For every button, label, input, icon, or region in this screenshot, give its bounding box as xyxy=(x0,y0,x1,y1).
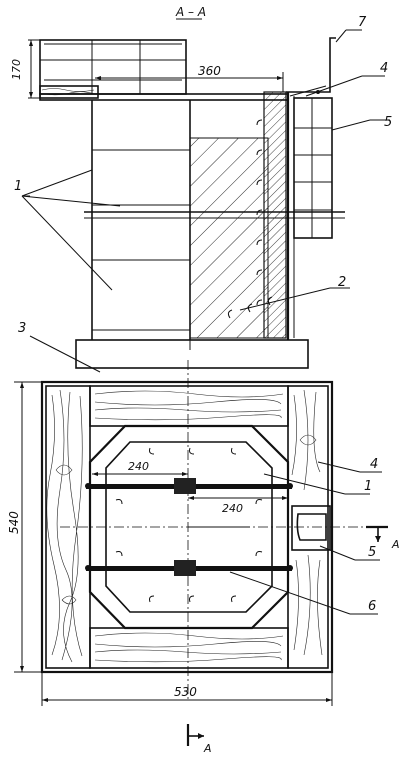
dim-bar-2: 240 xyxy=(188,496,288,515)
section-view: А – А 170 360 xyxy=(10,5,392,373)
plan-leaders xyxy=(229,461,382,615)
callout-7: 7 xyxy=(358,15,367,30)
inner-frame xyxy=(88,424,290,630)
dim-bar-1: 240 xyxy=(92,460,188,476)
callout-5: 5 xyxy=(384,115,392,130)
base-slab xyxy=(75,339,309,369)
dim-top-height: 170 xyxy=(10,39,40,99)
callout-3: 3 xyxy=(18,321,26,336)
plan-callout-5: 5 xyxy=(368,545,376,560)
concrete-section xyxy=(189,91,287,339)
section-leaders xyxy=(21,29,390,373)
callout-4: 4 xyxy=(380,61,388,76)
plan-callout-6: 6 xyxy=(368,599,376,614)
upper-formwork-frame xyxy=(39,39,187,99)
dim-plan-height: 540 xyxy=(7,381,42,673)
dim-bar-2-label: 240 xyxy=(222,502,243,515)
plan-callout-4: 4 xyxy=(370,457,378,472)
callout-2: 2 xyxy=(338,275,346,290)
callout-1: 1 xyxy=(14,179,22,194)
dim-plan-height-label: 540 xyxy=(7,511,21,534)
bottom-wood-board xyxy=(89,627,289,669)
plan-callout-1: 1 xyxy=(364,479,372,494)
dim-top-height-label: 170 xyxy=(10,59,23,80)
plan-view: 240 240 540 530 xyxy=(7,360,400,755)
tie-bar-upper xyxy=(85,478,293,494)
dim-bar-1-label: 240 xyxy=(128,460,149,473)
tie-bar-lower xyxy=(85,560,293,576)
side-panel xyxy=(286,37,336,340)
dim-plan-width-label: 530 xyxy=(174,685,197,699)
dim-top-width: 360 xyxy=(95,64,284,92)
dim-top-width-label: 360 xyxy=(198,64,221,78)
section-mark-bottom: A xyxy=(186,724,212,755)
section-mark-right: A xyxy=(366,525,400,551)
cap-beam xyxy=(39,93,289,101)
dim-plan-width: 530 xyxy=(41,672,333,706)
section-title: А – А xyxy=(175,5,206,19)
section-mark-right-label: A xyxy=(391,538,400,551)
side-opening xyxy=(291,505,331,551)
top-wood-board xyxy=(89,385,289,427)
section-mark-bottom-label: A xyxy=(203,742,212,755)
